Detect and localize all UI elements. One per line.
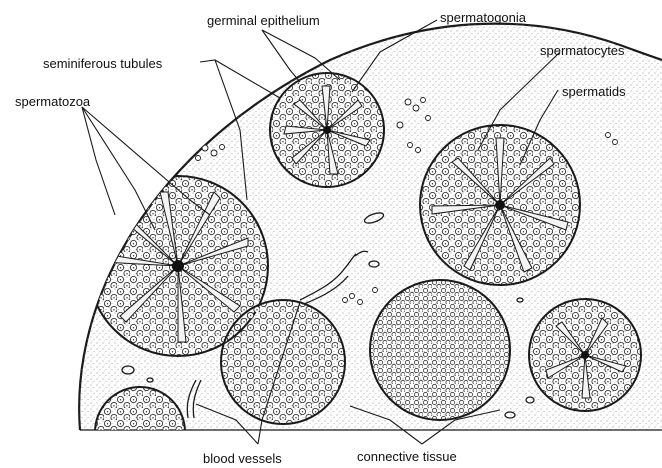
label-spermatids: spermatids (562, 85, 626, 98)
leader-seminiferous-1 (200, 60, 280, 98)
seminiferous-tubule-bottom-center (370, 280, 510, 420)
seminiferous-tubule-bottom-middle (221, 300, 345, 424)
seminiferous-tubule-right (420, 125, 580, 285)
leader-germinal-epithelium (262, 30, 300, 82)
label-germinal-epithelium: germinal epithelium (207, 14, 320, 27)
seminiferous-tubule-partial (95, 387, 185, 468)
label-connective-tissue: connective tissue (357, 450, 457, 463)
seminiferous-tubule-top (270, 73, 384, 187)
leader-spermatozoa-1 (82, 107, 155, 230)
seminiferous-tubule-bottom-right (529, 299, 641, 411)
label-seminiferous-tubules: seminiferous tubules (43, 57, 162, 70)
label-spermatozoa: spermatozoa (15, 95, 90, 108)
leader-spermatozoa-3 (82, 107, 115, 215)
label-spermatogonia: spermatogonia (440, 11, 526, 24)
label-blood-vessels: blood vessels (203, 452, 282, 465)
label-spermatocytes: spermatocytes (540, 44, 625, 57)
